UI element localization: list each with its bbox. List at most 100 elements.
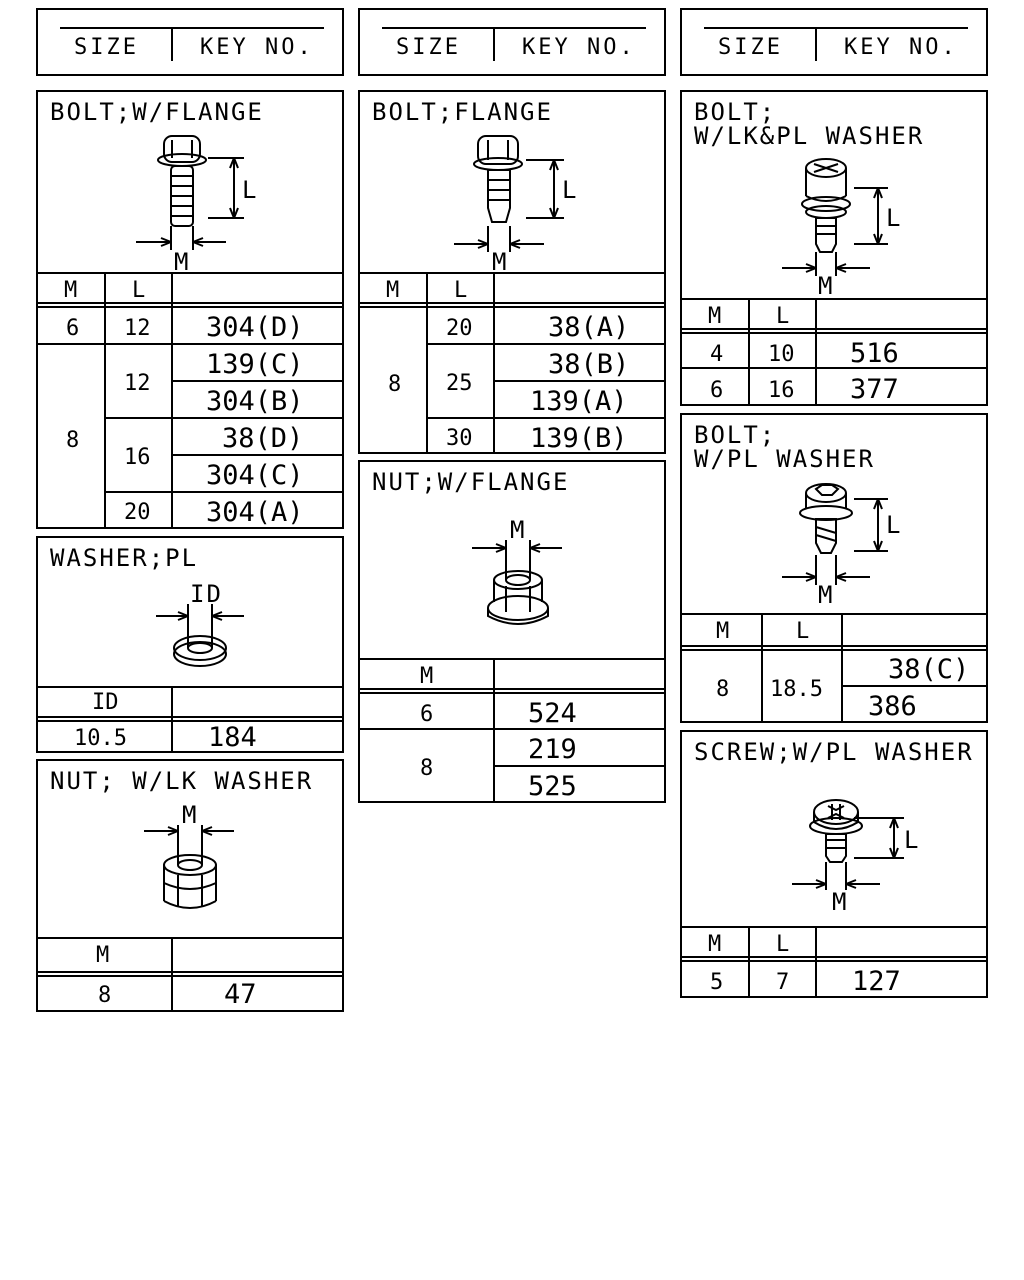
flange-bolt-icon [38,92,346,272]
col-l-header: L [776,304,790,329]
cell-key: 139(C) [206,349,304,380]
dim-l-label: L [886,204,903,232]
cell-l: 20 [446,316,473,341]
cell-key: 38(C) [888,654,970,685]
dim-l-label: L [242,176,259,204]
cell-key: 524 [528,698,577,729]
cell-m: 8 [716,677,730,702]
screw-pl-panel: SCREW;W/PL WASHER L M M L 5 7 127 [680,730,988,998]
cell-m: 6 [710,378,724,403]
dim-m-label: M [182,801,199,829]
cell-key: 38(A) [548,312,630,343]
cell-m: 8 [98,983,112,1008]
cell-key: 377 [850,374,899,405]
dim-m-label: M [174,248,191,276]
header-box-2: SIZE KEY NO. [358,8,666,76]
col-m-header: M [386,278,400,303]
col-m-header: M [708,932,722,957]
cell-key: 386 [868,691,917,722]
cell-m: 8 [66,428,80,453]
cell-m: 4 [710,342,724,367]
cell-l: 20 [124,500,151,525]
cell-key: 219 [528,734,577,765]
keyno-label: KEY NO. [522,35,636,60]
header-box-3: SIZE KEY NO. [680,8,988,76]
col-m-header: M [716,619,730,644]
panel-title-line2: W/PL WASHER [694,445,875,473]
col-l-header: L [776,932,790,957]
panel-title: BOLT;W/FLANGE [50,98,264,126]
cell-m: 6 [420,702,434,727]
col-l-header: L [132,278,146,303]
cell-l: 10 [768,342,795,367]
nut-w-flange-panel: NUT;W/FLANGE M M 6 524 8 219 525 [358,460,666,803]
bolt-pl-panel: BOLT; W/PL WASHER L M M L 8 18.5 38(C) 3… [680,413,988,723]
cell-key: 304(D) [206,312,304,343]
dim-l-label: L [886,511,903,539]
col-m-header: M [708,304,722,329]
panel-title-line2: W/LK&PL WASHER [694,122,925,150]
cell-m: 5 [710,970,724,995]
panel-title: NUT;W/FLANGE [372,468,570,496]
cell-key: 38(B) [548,349,630,380]
cell-key: 304(A) [206,497,304,528]
panel-title-line1: BOLT; [694,98,777,126]
cell-id: 10.5 [74,726,127,751]
cell-l: 18.5 [770,677,823,702]
dim-m-label: M [818,581,835,609]
nut-lk-panel: NUT; W/LK WASHER M M 8 47 [36,759,344,1012]
washer-screw-icon [682,732,990,932]
cell-key: 127 [852,966,901,997]
col-l-header: L [796,619,810,644]
cell-m: 8 [388,372,402,397]
dim-l-label: L [904,826,921,854]
cell-key: 139(A) [530,386,628,417]
col-m-header: M [96,943,110,968]
size-label: SIZE [396,35,461,60]
flange-nut-icon [360,462,668,662]
cell-key: 184 [208,722,257,753]
dim-l-label: L [562,176,579,204]
cell-m: 6 [66,316,80,341]
cell-key: 38(D) [222,423,304,454]
cell-key: 525 [528,771,577,802]
bolt-w-flange-panel: BOLT;W/FLANGE L M M L 6 12 304(D) 8 12 1… [36,90,344,529]
cell-l: 12 [124,371,151,396]
col-id-header: ID [92,690,119,715]
lock-washer-nut-icon [38,761,346,941]
cell-l: 16 [768,378,795,403]
dim-m-label: M [832,888,849,916]
cell-l: 12 [124,316,151,341]
flange-bolt-icon [360,92,668,272]
flat-washer-icon [38,538,346,688]
col-l-header: L [454,278,468,303]
panel-title-line1: BOLT; [694,421,777,449]
lock-plain-washer-bolt-icon [682,92,990,292]
panel-title: SCREW;W/PL WASHER [694,738,974,766]
cell-l: 7 [776,970,790,995]
cell-l: 16 [124,445,151,470]
keyno-label: KEY NO. [200,35,314,60]
col-m-header: M [64,278,78,303]
size-label: SIZE [718,35,783,60]
panel-title: BOLT;FLANGE [372,98,553,126]
dim-m-label: M [492,248,509,276]
cell-m: 8 [420,756,434,781]
cell-key: 47 [224,979,257,1010]
dim-m-label: M [818,272,835,300]
plain-washer-bolt-icon [682,415,990,615]
cell-l: 30 [446,426,473,451]
panel-title: WASHER;PL [50,544,199,572]
col-m-header: M [420,664,434,689]
size-label: SIZE [74,35,139,60]
bolt-lk-pl-panel: BOLT; W/LK&PL WASHER L M M L 4 10 516 6 … [680,90,988,406]
cell-key: 516 [850,338,899,369]
keyno-label: KEY NO. [844,35,958,60]
bolt-flange-panel: BOLT;FLANGE L M M L 8 20 38(A) 25 38(B) … [358,90,666,454]
panel-title: NUT; W/LK WASHER [50,767,314,795]
cell-key: 304(C) [206,460,304,491]
dim-m-label: M [510,516,527,544]
header-box-1: SIZE KEY NO. [36,8,344,76]
cell-key: 139(B) [530,423,628,454]
cell-l: 25 [446,371,473,396]
